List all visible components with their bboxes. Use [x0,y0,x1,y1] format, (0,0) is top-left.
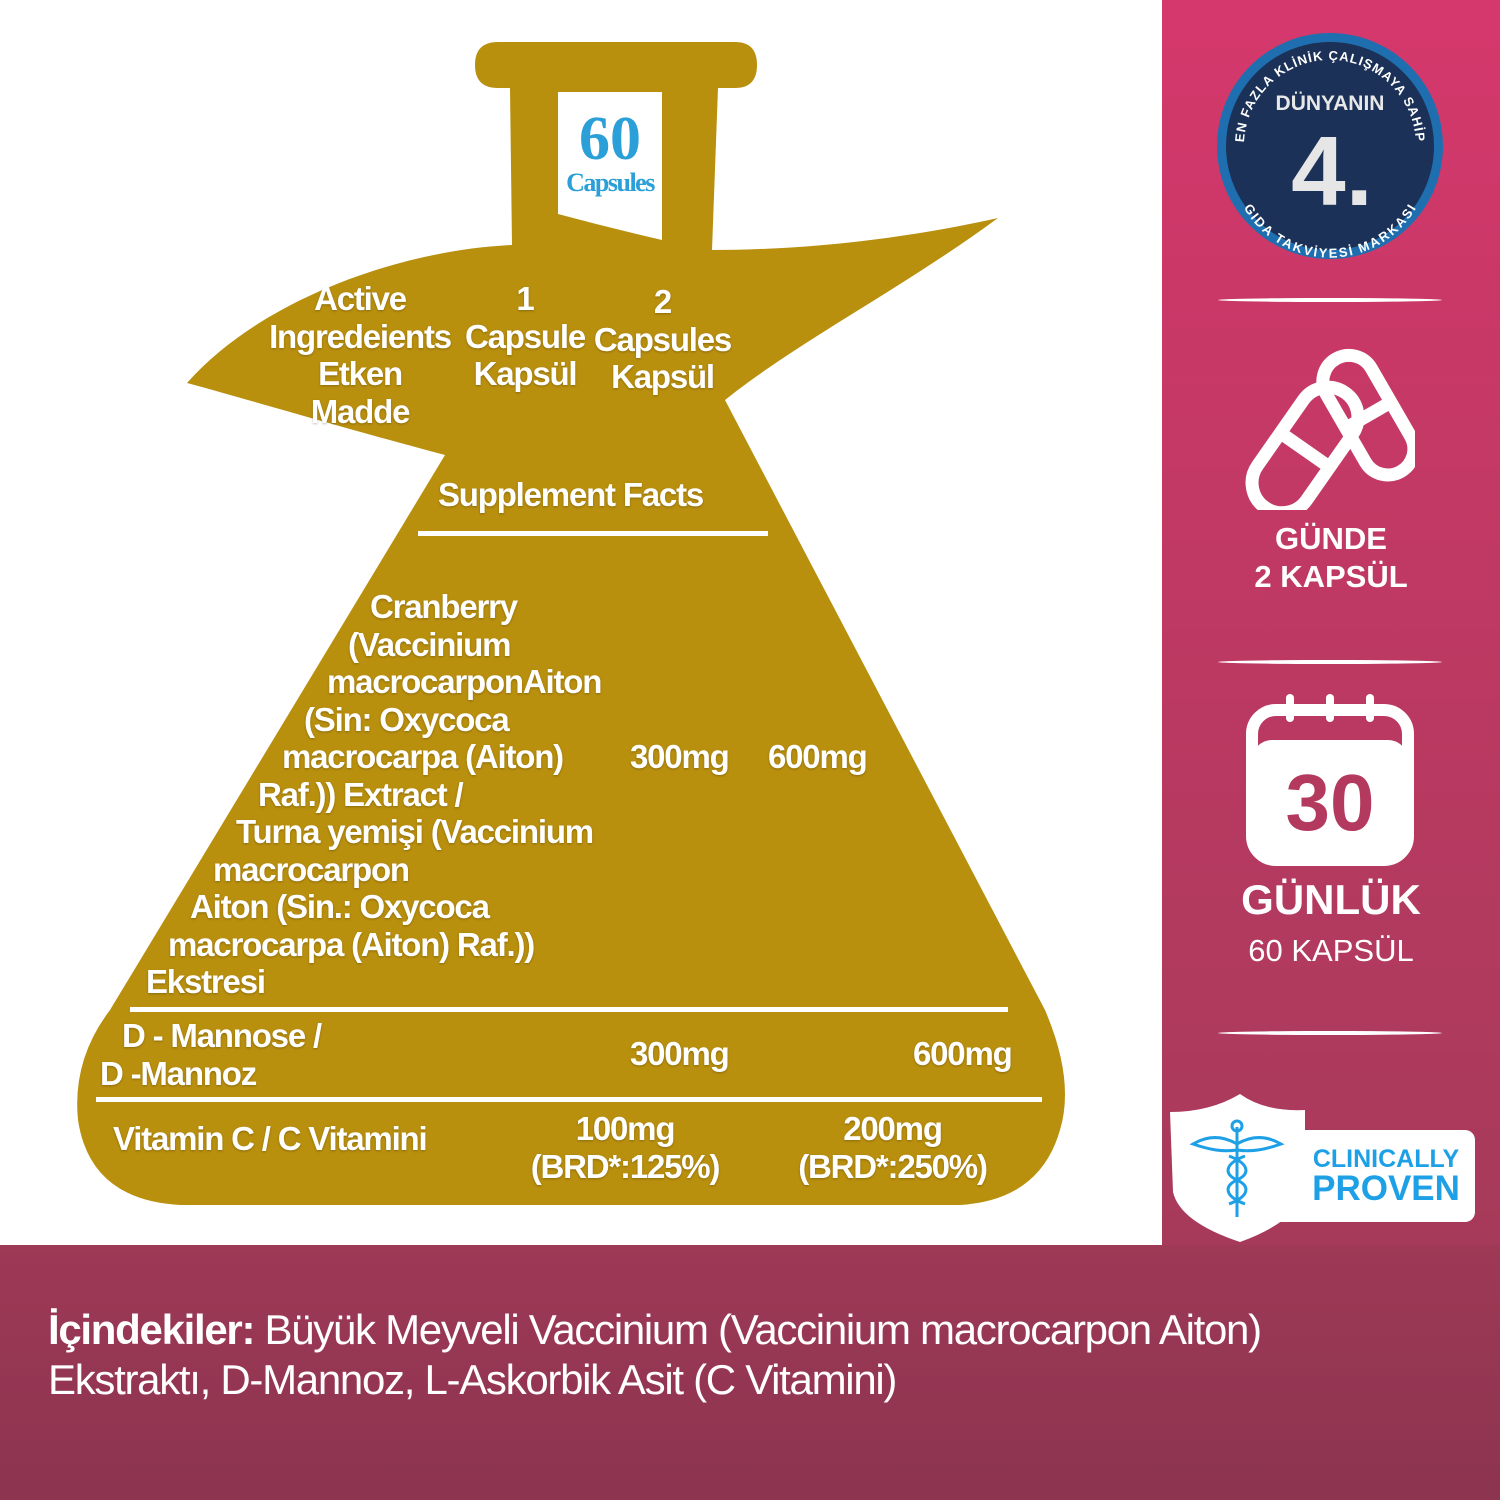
clinically-proven-text: CLINICALLY PROVEN [1300,1146,1472,1206]
name-line: macrocarpa (Aiton) [282,738,564,775]
name-line: Raf.)) Extract / [258,775,464,813]
ingredients-line: Büyük Meyveli Vaccinium (Vaccinium macro… [254,1306,1263,1353]
capsule-unit: Capsules [566,168,655,197]
vitamin-c-one-capsule: 100mg (BRD*:125%) [510,1110,740,1185]
name-line: (Sin: Oxycoca [304,700,510,738]
dosage-line: 2 KAPSÜL [1254,559,1408,594]
ingredients-band [0,1245,1500,1500]
vitamin-c-two-capsules: 200mg (BRD*:250%) [770,1110,1015,1185]
rda: (BRD*:125%) [530,1147,721,1185]
header-text: Active [314,280,407,317]
capsules-icon [1245,348,1415,510]
header-text: Madde [310,392,411,430]
cranberry-name: Cranberry (Vaccinium macrocarponAiton (S… [0,588,602,1001]
name-line: Cranberry [370,588,518,625]
amount: 100mg [575,1110,676,1147]
row-rule [96,1097,1042,1102]
badge-rank: 4. [1291,116,1373,226]
flask-shape [77,42,1065,1205]
name-line: macrocarponAiton [327,663,602,700]
header-active-ingredients: Active Ingredeients Etken Madde [260,280,460,430]
ingredients-text: İçindekiler: Büyük Meyveli Vaccinium (Va… [48,1305,1263,1405]
vitamin-c-name: Vitamin C / C Vitamini [113,1120,428,1157]
clinical-line: CLINICALLY [1312,1145,1460,1173]
header-text: Kapsül [473,355,578,392]
name-line: macrocarpon [213,850,410,888]
capsule-count-label: 60 Capsules [556,108,664,196]
header-two-capsules: 2 Capsules Kapsül [590,283,735,396]
calendar-icon [1246,694,1414,866]
mannose-name: D - Mannose / D -Mannoz [100,1017,322,1092]
divider [1218,660,1442,664]
cranberry-two-capsules: 600mg [768,738,868,775]
caduceus-icon [1189,1119,1285,1217]
name-line: D -Mannoz [100,1054,257,1092]
name-line: Turna yemişi (Vaccinium [236,813,594,850]
name-line: macrocarpa (Aiton) Raf.)) [168,925,535,963]
duration-label: GÜNLÜK [1241,876,1421,923]
duration-days: 30 [1285,758,1375,847]
world-rank-badge: EN FAZLA KLİNİK ÇALIŞMAYA SAHİP GIDA TAK… [1217,33,1443,261]
ingredients-label: İçindekiler: [48,1306,255,1353]
header-one-capsule: 1 Capsule Kapsül [455,280,595,393]
header-text: Capsule [465,317,586,355]
divider [1218,298,1442,302]
ingredients-line: Ekstraktı, D-Mannoz, L-Askorbik Asit (C … [48,1356,897,1403]
name-line: Ekstresi [146,963,266,1000]
mannose-one-capsule: 300mg [630,1035,730,1072]
name-line: D - Mannose / [122,1017,322,1054]
header-text: Ingredeients [269,317,452,355]
duration-sub: 60 KAPSÜL [1248,933,1414,968]
mannose-two-capsules: 600mg [913,1035,1013,1072]
dosage-line: GÜNDE [1275,521,1387,556]
row-rule [130,1007,1008,1012]
header-text: Kapsül [611,358,715,395]
title-rule [418,531,768,536]
header-text: 1 [516,280,534,317]
clinical-line: PROVEN [1312,1169,1460,1208]
amount: 200mg [843,1110,943,1147]
header-text: Etken [318,355,403,392]
rda: (BRD*:250%) [798,1147,988,1185]
header-text: Capsules [593,320,732,358]
badge-middle: DÜNYANIN [1276,92,1385,115]
capsule-count: 60 [579,105,641,173]
divider [1218,1031,1442,1035]
clinically-proven-badge [1170,1094,1475,1242]
cranberry-one-capsule: 300mg [630,738,730,775]
header-text: 2 [653,283,672,320]
name-line: Aiton (Sin.: Oxycoca [190,888,490,925]
dosage-text: GÜNDE 2 KAPSÜL [1162,520,1500,596]
name-line: (Vaccinium [348,625,511,663]
supplement-facts-title: Supplement Facts [438,476,704,513]
